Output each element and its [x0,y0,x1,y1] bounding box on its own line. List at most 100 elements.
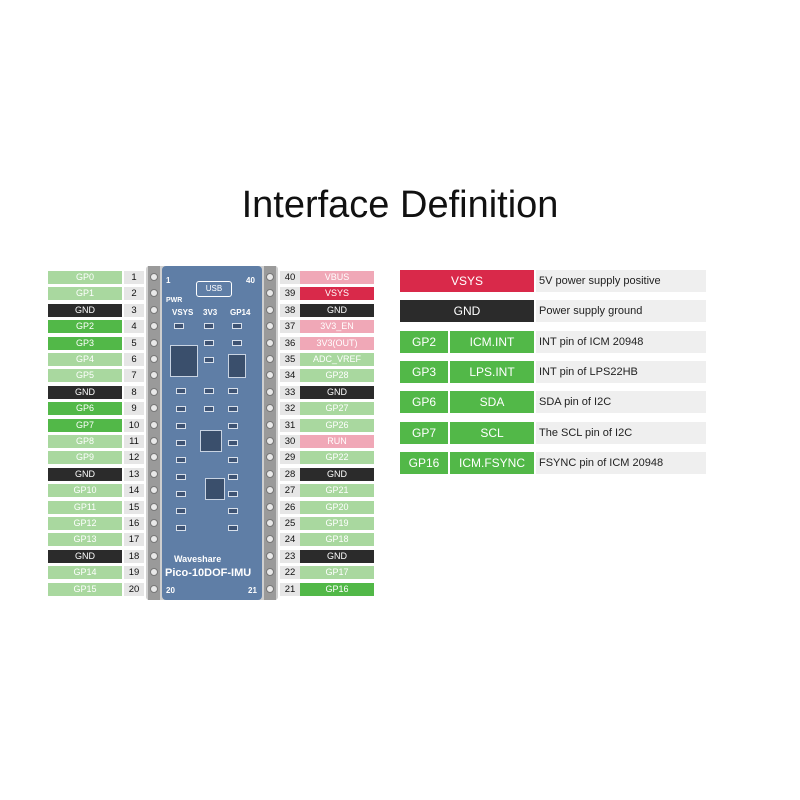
right-pin-label: GND [300,303,374,317]
header-hole [150,486,158,495]
left-pin-number: 14 [124,484,144,498]
left-pin-label: GP3 [48,336,122,350]
sensor-chip-2 [205,478,225,500]
header-hole [266,551,274,560]
header-hole [266,568,274,577]
board-pad [228,388,238,394]
header-hole [266,387,274,396]
header-hole [150,568,158,577]
header-hole [150,437,158,445]
board-pad [204,340,214,346]
right-pin-number: 23 [280,549,300,563]
board-pad [204,406,214,412]
table-description: Power supply ground [536,300,706,323]
left-pin-number: 13 [124,467,144,481]
left-pin-number: 5 [124,336,144,350]
board-pad [232,340,242,346]
right-pin-number: 39 [280,287,300,301]
right-pin-label: GP20 [300,500,374,514]
board-pad [204,388,214,394]
left-pin-number: 7 [124,369,144,383]
header-hole [266,519,274,527]
board-pad [176,423,186,429]
right-pin-number: 33 [280,385,300,399]
header-hole [150,322,158,331]
left-pin-label: GP5 [48,369,122,383]
left-pin-label: GND [48,385,122,399]
header-hole [150,404,158,413]
board-pad [232,323,242,329]
board-pad [176,388,186,394]
header-hole [266,502,274,511]
right-pin-number: 34 [280,369,300,383]
left-pin-label: GP10 [48,484,122,498]
table-pin: GP6 [400,391,448,414]
board-pad [228,440,238,446]
header-hole [266,584,274,593]
left-pin-label: GP1 [48,287,122,301]
left-pin-number: 20 [124,582,144,596]
board-label-3v3: 3V3 [203,308,218,317]
header-hole [266,404,274,413]
left-pin-label: GP8 [48,435,122,448]
table-function: SDA [450,391,534,414]
left-pin-number: 12 [124,451,144,465]
board-pad [228,525,238,531]
header-hole [266,322,274,331]
table-function: ICM.INT [450,330,534,353]
usb-port: USB [196,281,232,297]
right-pin-label: GP17 [300,566,374,580]
board-brand: Waveshare [174,554,222,564]
pressure-sensor-chip [170,345,198,377]
right-pin-label: GND [300,385,374,399]
header-hole [266,486,274,495]
header-hole [150,584,158,593]
board-corner-20: 20 [166,586,175,595]
left-pin-label: GP2 [48,320,122,334]
right-pin-number: 38 [280,303,300,317]
left-pin-label: GND [48,303,122,317]
left-pin-number: 1 [124,271,144,284]
left-pin-label: GP15 [48,582,122,596]
right-pin-number: 37 [280,320,300,334]
table-function: ICM.FSYNC [450,451,534,474]
left-pin-label: GP9 [48,451,122,465]
header-hole [150,355,158,363]
left-pin-label: GND [48,467,122,481]
right-pin-number: 32 [280,402,300,416]
right-header-strip [264,266,276,600]
right-pin-number: 24 [280,533,300,547]
board-label-vsys: VSYS [172,308,194,317]
header-hole [266,355,274,363]
header-hole [150,387,158,396]
left-pin-number: 4 [124,320,144,334]
board-pad [174,323,184,329]
header-hole [266,437,274,445]
board-pad [228,457,238,463]
table-signal: VSYS [400,270,534,292]
table-description: 5V power supply positive [536,270,706,292]
right-pin-label: ADC_VREF [300,353,374,366]
right-pin-number: 31 [280,418,300,432]
header-hole [266,273,274,281]
right-pin-label: GND [300,467,374,481]
right-pin-label: 3V3(OUT) [300,336,374,350]
left-pin-number: 9 [124,402,144,416]
header-hole [266,420,274,429]
board-pad [228,508,238,514]
right-pin-number: 29 [280,451,300,465]
right-pin-number: 40 [280,271,300,284]
left-pin-label: GP12 [48,517,122,530]
header-hole [150,338,158,347]
right-pin-number: 21 [280,582,300,596]
right-pin-number: 28 [280,467,300,481]
left-pin-label: GP6 [48,402,122,416]
board-pad [204,323,214,329]
table-signal: GND [400,300,534,323]
table-description: The SCL pin of I2C [536,421,706,444]
right-pin-number: 36 [280,336,300,350]
header-hole [150,371,158,380]
